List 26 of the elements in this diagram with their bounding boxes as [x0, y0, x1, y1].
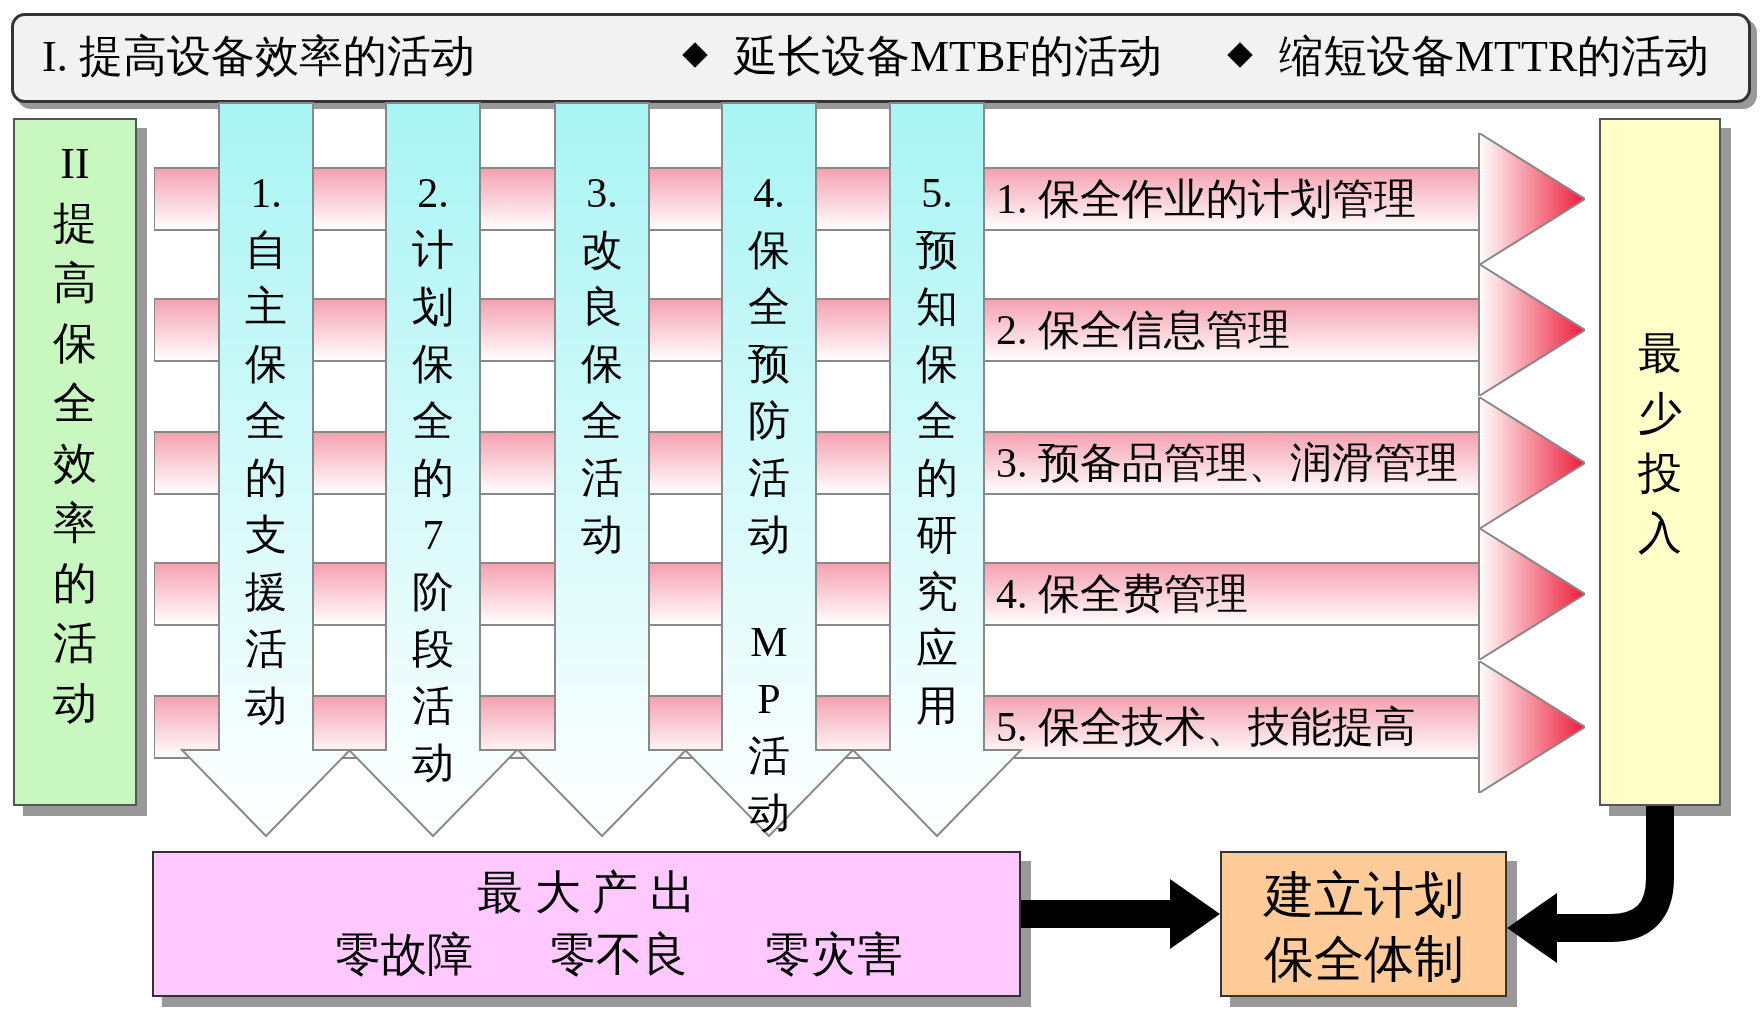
panel-text: II 提高保全效率的活动: [52, 138, 98, 730]
band-text: 4. 保全费管理: [996, 570, 1248, 619]
column-text: 4. 保全预防活动: [747, 169, 791, 560]
band-text: 3. 预备品管理、润滑管理: [996, 439, 1458, 488]
banner-text: 缩短设备MTTR的活动: [1279, 31, 1710, 83]
goal-text: 建立计划保全体制: [1262, 866, 1465, 989]
activity-column: [518, 103, 686, 836]
result-text: 零不良: [549, 928, 689, 982]
band-text: 1. 保全作业的计划管理: [996, 175, 1416, 224]
column-text: 5. 预知保全的研究应用: [915, 169, 959, 731]
column-text: 2. 计划保全的7阶段活动: [411, 169, 455, 788]
activity-column: [182, 103, 350, 836]
result-text: 零灾害: [764, 928, 904, 982]
activity-column: [349, 103, 517, 836]
column-text: 1. 自主保全的支援活动: [244, 169, 288, 731]
banner-text: 延长设备MTBF的活动: [734, 31, 1162, 83]
arrow: [1021, 879, 1220, 949]
activity-column: [685, 103, 853, 836]
banner-text: I. 提高设备效率的活动: [42, 31, 475, 83]
result-text: 零故障: [334, 928, 474, 982]
column-text: MP活动: [747, 618, 791, 838]
column-text: 3. 改良保全活动: [580, 169, 624, 560]
panel-text: 最少投入: [1637, 328, 1683, 560]
result-text: 最 大 产 出: [476, 866, 697, 920]
band-text: 5. 保全技术、技能提高: [996, 703, 1416, 752]
band-text: 2. 保全信息管理: [996, 306, 1290, 355]
